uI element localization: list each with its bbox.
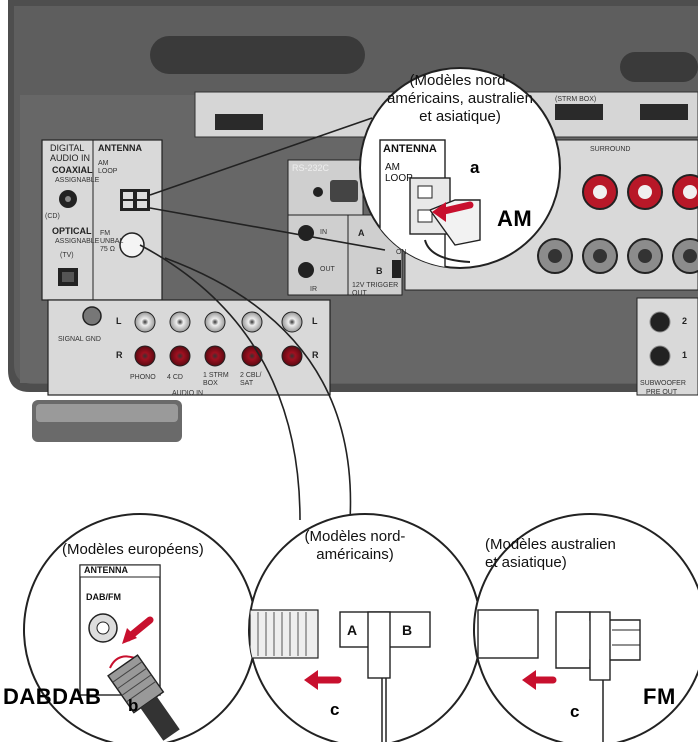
audio-in-jacks	[134, 311, 303, 367]
sub-2-label: 2	[682, 316, 688, 326]
cbl-sat-label: 2 CBL/SAT	[240, 372, 262, 387]
vent-slot	[150, 36, 365, 74]
optical-assignable-label: ASSIGNABLE	[55, 238, 100, 245]
trigger-on-label: ON	[396, 249, 407, 256]
rca-jack	[169, 311, 191, 333]
fm-label: FM	[643, 684, 676, 709]
ir-in-jack	[298, 225, 314, 241]
cd-in-label: 4 CD	[167, 374, 183, 381]
am-caption: (Modèles nord- américains, australien et…	[387, 72, 533, 125]
fm-antenna-jack	[119, 232, 145, 258]
ir-out-jack	[298, 262, 314, 278]
panel-antenna-label: ANTENNA	[98, 143, 142, 153]
coaxial-assignable-label: ASSIGNABLE	[55, 177, 100, 184]
signal-gnd-label: SIGNAL GND	[58, 336, 101, 343]
subwoofer-jack	[649, 345, 671, 367]
cd-label: (CD)	[45, 213, 60, 220]
leader-line	[139, 244, 301, 521]
f-connector-plug	[107, 654, 180, 741]
am-label: AM	[497, 206, 533, 231]
ir-panel	[287, 214, 349, 296]
eu-antenna-label: ANTENNA	[84, 565, 128, 575]
audio-in-label: AUDIO IN	[172, 390, 204, 397]
audio-l-label: L	[116, 316, 122, 326]
trigger-a-label: A	[358, 228, 365, 238]
pre-out-panel	[636, 297, 698, 396]
fm-jack-closeup	[477, 609, 539, 659]
rca-jack	[204, 345, 226, 367]
rca-jack	[134, 311, 156, 333]
hdmi-port	[640, 104, 688, 120]
subwoofer-label: SUBWOOFER	[640, 380, 686, 387]
trigger-b-label: B	[376, 266, 383, 276]
rs232c-label: RS-232C	[292, 163, 330, 173]
au-callout	[473, 513, 698, 742]
signal-gnd-screw	[82, 306, 102, 326]
hdmi-label: (STRM BOX)	[555, 96, 597, 103]
hdmi-port	[215, 114, 263, 130]
subwoofer-jack	[649, 311, 671, 333]
hdmi-port	[555, 104, 603, 120]
tv-label: (TV)	[60, 252, 74, 259]
receiver-rear-panel	[8, 0, 698, 442]
ir-label: IR	[310, 286, 317, 293]
rca-jack	[281, 345, 303, 367]
am-wire	[424, 239, 471, 263]
sub-1-label: 1	[682, 350, 688, 360]
rca-jack	[281, 311, 303, 333]
ir-in-label: IN	[320, 229, 327, 236]
audio-l-label-right: L	[312, 316, 318, 326]
audio-r-label: R	[116, 350, 123, 360]
eu-dabfm-label: DAB/FM	[86, 592, 121, 602]
na-c-label: c	[330, 700, 340, 719]
audio-r-label-right: R	[312, 350, 319, 360]
speaker-binding-posts	[537, 174, 698, 274]
rca-jack	[204, 311, 226, 333]
na-a-label: A	[347, 622, 358, 638]
dab-label: DABDAB	[3, 684, 102, 709]
na-caption: (Modèles nord-américains)	[304, 528, 406, 563]
leader-line	[149, 207, 386, 251]
callout-leaders	[139, 117, 386, 521]
fm-jack-closeup	[249, 609, 319, 659]
coaxial-label: COAXIAL	[52, 165, 93, 175]
ir-out-label: OUT	[320, 266, 335, 273]
au-c-label: c	[570, 702, 580, 721]
am-callout	[359, 67, 561, 269]
a-label: a	[470, 158, 480, 177]
na-b-label: B	[402, 622, 413, 638]
na-callout	[248, 513, 482, 742]
eu-caption: (Modèles européens)	[62, 541, 204, 558]
pre-out-label: PRE OUT	[646, 389, 678, 396]
am-antenna-label: ANTENNA	[383, 143, 437, 155]
b-label: b	[128, 696, 139, 715]
leader-line	[164, 257, 352, 521]
leader-line	[149, 117, 373, 196]
rca-jack	[169, 345, 191, 367]
vent-slot	[620, 52, 698, 82]
surround-label: SURROUND	[590, 146, 631, 153]
optical-label: OPTICAL	[52, 226, 92, 236]
rca-jack	[134, 345, 156, 367]
phono-label: PHONO	[130, 374, 156, 381]
rca-jack	[241, 311, 263, 333]
